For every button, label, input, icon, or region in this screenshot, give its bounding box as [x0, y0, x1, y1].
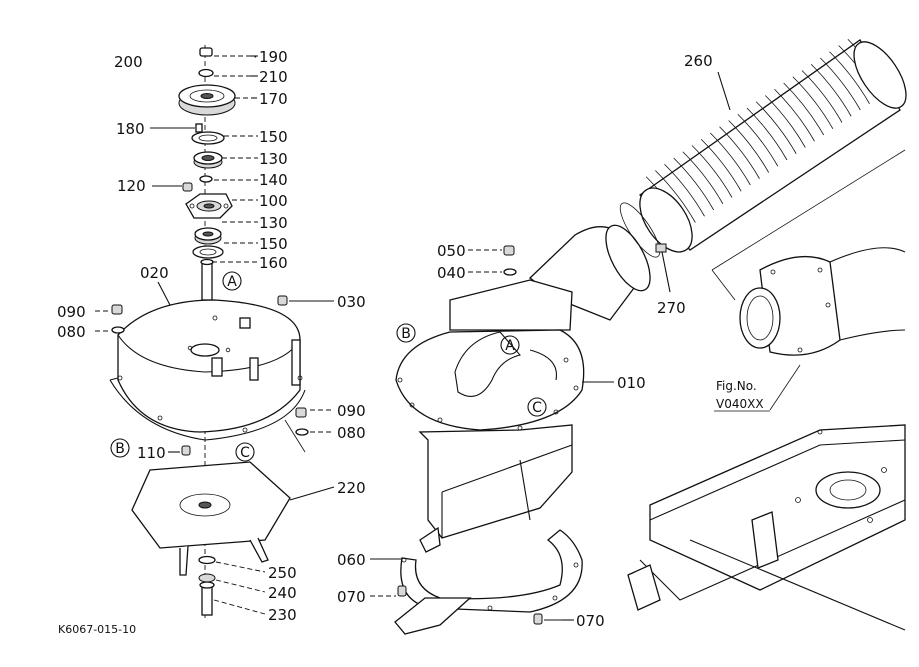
- svg-text:·: ·: [253, 48, 258, 66]
- nut-090a: [111, 304, 123, 315]
- label-020: 020: [140, 264, 169, 282]
- left-assembly: [109, 45, 309, 620]
- label-250: 250: [268, 564, 297, 582]
- figure-reference: Fig.No. V040XX: [714, 379, 770, 412]
- ref-mark-a-center: A: [500, 335, 520, 355]
- label-090b: 090: [337, 402, 366, 420]
- label-150b: 150: [259, 235, 288, 253]
- footer-code: K6067-015-10: [58, 623, 136, 636]
- part-labels: 200 190 210 170 180 150 130 140 120 100 …: [57, 48, 713, 630]
- label-240: 240: [268, 584, 297, 602]
- svg-text:C: C: [240, 445, 250, 461]
- nut-090b: [295, 407, 307, 418]
- label-150a: 150: [259, 128, 288, 146]
- label-030: 030: [337, 293, 366, 311]
- ref-mark-a-left: A: [222, 271, 242, 291]
- svg-text:B: B: [401, 326, 411, 342]
- svg-text:A: A: [227, 274, 237, 290]
- label-200: 200: [114, 53, 143, 71]
- bolt-070b: [533, 613, 543, 625]
- label-230: 230: [268, 606, 297, 624]
- label-180: 180: [116, 120, 145, 138]
- fig-ref-line2: V040XX: [716, 397, 764, 411]
- label-110: 110: [137, 444, 166, 462]
- referenced-flange: [739, 247, 906, 356]
- clamp-screw: [655, 243, 667, 253]
- washer-210: [198, 68, 214, 78]
- washer-080a: [111, 326, 125, 334]
- bearing-130a: [193, 151, 223, 169]
- label-070a: 070: [337, 588, 366, 606]
- label-100: 100: [259, 192, 288, 210]
- label-130a: 130: [259, 150, 288, 168]
- label-220: 220: [337, 479, 366, 497]
- bolt-120: [182, 182, 193, 192]
- label-260: 260: [684, 52, 713, 70]
- reference-marks: A B C B A C: [110, 271, 547, 462]
- hose-assembly: [619, 38, 907, 631]
- label-040: 040: [437, 264, 466, 282]
- hose-260: [639, 38, 907, 253]
- label-130b: 130: [259, 214, 288, 232]
- seal-150b: [192, 245, 224, 259]
- ref-mark-c-left: C: [235, 442, 255, 462]
- bolt-070a: [397, 585, 407, 597]
- washer-040: [503, 268, 517, 276]
- fig-ref-line1: Fig.No.: [716, 379, 757, 393]
- housing-100: [185, 193, 233, 219]
- shaft-160: [200, 258, 214, 301]
- label-060: 060: [337, 551, 366, 569]
- label-dashes: [251, 55, 572, 621]
- bearing-130b: [194, 227, 222, 245]
- nut-190: [199, 47, 213, 57]
- seal-150a: [191, 131, 225, 145]
- label-270: 270: [657, 299, 686, 317]
- label-170: 170: [259, 90, 288, 108]
- label-140: 140: [259, 171, 288, 189]
- bolt-110: [181, 445, 191, 456]
- label-080a: 080: [57, 323, 86, 341]
- fan-220: [131, 461, 291, 576]
- ref-mark-c-center: C: [527, 397, 547, 417]
- label-090a: 090: [57, 303, 86, 321]
- washer-240: [198, 573, 216, 583]
- machine-frame: [627, 424, 906, 631]
- svg-text:A: A: [505, 338, 515, 354]
- ref-mark-b-left: B: [110, 438, 130, 458]
- fan-housing-020: [109, 299, 306, 441]
- washer-080b: [295, 428, 309, 436]
- spacer-140: [199, 175, 213, 183]
- washer-250: [198, 555, 216, 565]
- key-180: [195, 123, 203, 133]
- label-050: 050: [437, 242, 466, 260]
- chute-assembly: [394, 224, 651, 635]
- ref-mark-b-center: B: [396, 323, 416, 343]
- label-160: 160: [259, 254, 288, 272]
- clamp-270: [619, 202, 661, 258]
- pulley-170: [178, 84, 236, 116]
- bolt-230: [199, 581, 215, 616]
- svg-text:B: B: [115, 441, 125, 457]
- label-190: 190: [259, 48, 288, 66]
- nut-050: [503, 245, 515, 256]
- label-070b: 070: [576, 612, 605, 630]
- label-080b: 080: [337, 424, 366, 442]
- bolt-030: [277, 295, 288, 306]
- label-010: 010: [617, 374, 646, 392]
- svg-text:C: C: [532, 400, 542, 416]
- label-120: 120: [117, 177, 146, 195]
- label-210: 210: [259, 68, 288, 86]
- bracket: [394, 597, 472, 635]
